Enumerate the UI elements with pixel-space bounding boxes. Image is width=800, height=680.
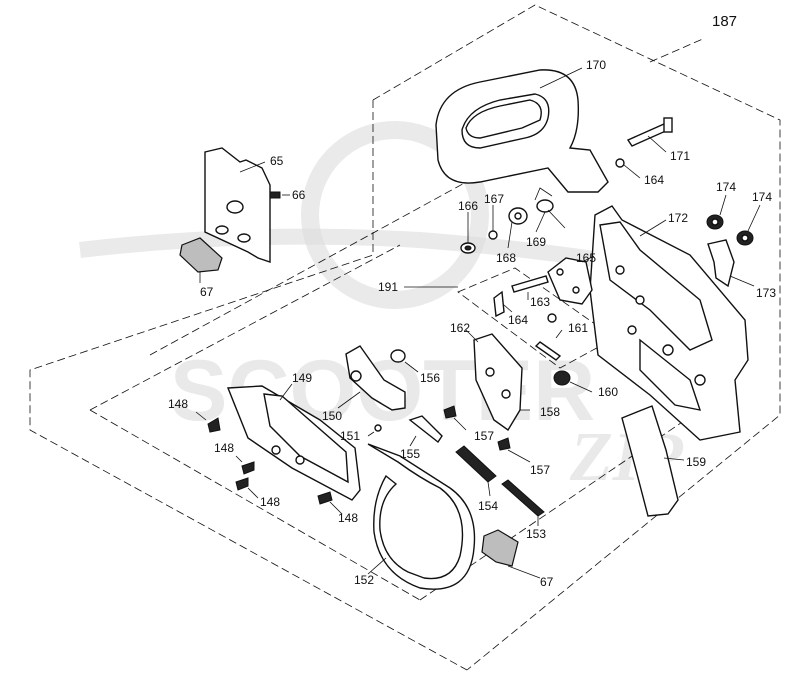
part-67a-block (179, 237, 223, 283)
label-149: 149 (292, 371, 312, 385)
label-172: 172 (668, 211, 688, 225)
label-152: 152 (354, 573, 374, 587)
part-158-plate (473, 333, 530, 432)
part-170-handle (435, 67, 609, 193)
part-163-pin (511, 275, 549, 300)
part-150-lever (337, 345, 406, 411)
part-173-block (707, 239, 755, 288)
label-66: 66 (292, 188, 306, 202)
label-169: 169 (526, 235, 546, 249)
label-157a: 157 (474, 429, 494, 443)
part-155-rod (408, 415, 443, 447)
part-174a-nut (706, 194, 727, 230)
label-151: 151 (340, 429, 360, 443)
part-156-bushing (390, 349, 419, 373)
label-150: 150 (322, 409, 342, 423)
label-148c: 148 (260, 495, 280, 509)
label-159: 159 (686, 455, 706, 469)
label-174a: 174 (716, 180, 736, 194)
part-67b-block (481, 529, 541, 579)
part-172-cover (589, 205, 749, 441)
label-171: 171 (670, 149, 690, 163)
label-165: 165 (576, 251, 596, 265)
label-161: 161 (568, 321, 588, 335)
part-154-spring (455, 445, 497, 497)
label-167: 167 (484, 192, 504, 206)
label-187: 187 (712, 13, 737, 30)
part-153-spring (501, 479, 545, 526)
label-168: 168 (496, 251, 516, 265)
part-174b-nut (736, 204, 761, 246)
label-173: 173 (756, 286, 776, 300)
part-148a-screw (195, 411, 221, 433)
label-148b: 148 (214, 441, 234, 455)
assembly-outline (29, 4, 781, 671)
label-65: 65 (270, 154, 284, 168)
part-162-leader (465, 329, 479, 343)
part-164b-pin (493, 290, 513, 318)
label-157b: 157 (530, 463, 550, 477)
part-171-bolt (626, 117, 673, 153)
label-148d: 148 (338, 511, 358, 525)
label-166: 166 (458, 199, 478, 213)
part-66-screw (269, 191, 290, 199)
label-156: 156 (420, 371, 440, 385)
label-191: 191 (378, 280, 398, 294)
part-167-clip (488, 205, 498, 240)
label-67b: 67 (540, 575, 554, 589)
part-148c-screw (235, 477, 259, 499)
part-159-strip (621, 405, 685, 517)
part-151-pin (367, 424, 382, 437)
part-157b-screw (497, 437, 531, 463)
label-174b: 174 (752, 190, 772, 204)
part-161-bolt (534, 313, 563, 361)
part-169-spring (534, 187, 566, 233)
label-148a: 148 (168, 397, 188, 411)
part-166-washer (460, 212, 476, 254)
label-67a: 67 (200, 285, 214, 299)
part-149-cover (226, 383, 361, 501)
part-65-plate (204, 147, 271, 263)
label-164b: 164 (508, 313, 528, 327)
part-164a-clip (615, 158, 641, 179)
part-157a-screw (443, 405, 467, 431)
label-164a: 164 (644, 173, 664, 187)
label-155: 155 (400, 447, 420, 461)
part-160-gear (553, 370, 593, 393)
label-154: 154 (478, 499, 498, 513)
label-153: 153 (526, 527, 546, 541)
part-152-band (367, 443, 476, 590)
label-158: 158 (540, 405, 560, 419)
part-165-plate (547, 255, 595, 305)
label-162: 162 (450, 321, 470, 335)
part-labels: 187 65 66 67 170 171 164 166 167 168 169… (168, 13, 776, 589)
label-170: 170 (586, 58, 606, 72)
part-148d-screw (317, 491, 343, 515)
label-160: 160 (598, 385, 618, 399)
part-148b-screw (235, 455, 255, 475)
label-163: 163 (530, 295, 550, 309)
part-168-washer (507, 207, 528, 249)
